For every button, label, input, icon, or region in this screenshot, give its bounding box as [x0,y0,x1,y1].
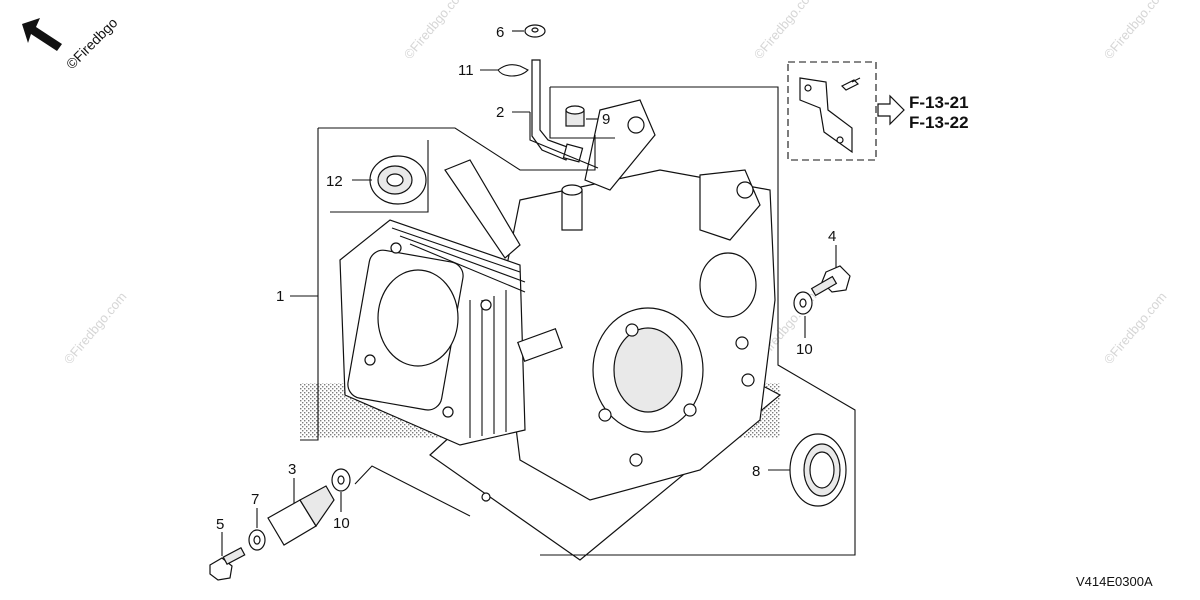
orientation-marker-text: ©Firedbgo [63,14,121,72]
callout-1: 1 [276,288,284,305]
mount-arm-left [444,159,521,259]
assembly-bracket-top [540,86,856,556]
crankcase-assembly [339,99,782,561]
cooling-fin [399,235,526,283]
assembly-bracket-bottom [354,465,471,517]
part-6-washer [512,24,546,38]
bolt-hole [598,408,612,422]
reference-arrow-icon [877,94,905,126]
part-7-washer [248,508,266,551]
breather-boss [561,189,583,231]
cooling-fin [391,227,521,273]
assembly-bracket-left [318,127,596,171]
front-direction-arrow-icon [22,18,62,51]
drain-hole [481,492,491,502]
reference-box [787,61,877,161]
part-3-stud [267,478,335,546]
part-11-clip [480,64,529,77]
reference-f-13-21[interactable]: F-13-21 [909,93,969,112]
orientation-marker: ©Firedbgo [22,14,121,72]
bolt-hole [741,373,755,387]
callout-3: 3 [288,461,296,478]
part-10-washer-left [331,468,351,512]
watermark-text: ©Firedbgo.com [751,0,820,62]
head-bolt-hole [364,354,376,366]
watermark-text: ©Firedbgo.com [1101,0,1170,62]
callout-4: 4 [828,228,836,245]
breather-boss-top [561,184,583,196]
head-bolt-hole [480,299,492,311]
watermark-text: ©Firedbgo.com [1101,289,1170,367]
pushrod-boss [517,327,563,363]
crankshaft-bore-inner [613,327,683,413]
assembly-bracket-9 [549,87,615,139]
diagram-code: V414E0300A [1076,574,1153,589]
callout-12: 12 [326,173,343,190]
mount-hole [627,116,645,134]
part-12-bearing [330,140,429,213]
callout-7: 7 [251,491,259,508]
cam-bore [699,252,757,318]
bolt-hole [625,323,639,337]
callout-2: 2 [496,104,504,121]
part-2-breather-tube [512,59,599,169]
callout-5: 5 [216,516,224,533]
callout-10-right: 10 [796,341,813,358]
cylinder-bore [377,269,459,367]
part-8-oil-seal [768,433,847,507]
callout-11: 11 [458,62,474,79]
callout-8: 8 [752,463,760,480]
watermark-text: ©Firedbgo.com [61,289,130,367]
part-5-bolt [209,532,246,581]
part-4-bolt [810,245,851,297]
bolt-hole [735,336,749,350]
watermark-text: ©Firedbgo.com [401,0,470,62]
callout-10-left: 10 [333,515,350,532]
mount-hole [736,181,754,199]
bolt-hole [629,453,643,467]
assembly-bracket-left [300,128,319,441]
callout-6: 6 [496,24,504,41]
cooling-fin [409,243,526,293]
part-9-grommet [565,105,598,127]
head-bolt-hole [442,406,454,418]
part-10-washer-right [793,291,813,338]
bolt-hole [683,403,697,417]
head-bolt-hole [390,242,402,254]
reference-f-13-22[interactable]: F-13-22 [909,113,969,132]
callout-9: 9 [602,111,610,128]
